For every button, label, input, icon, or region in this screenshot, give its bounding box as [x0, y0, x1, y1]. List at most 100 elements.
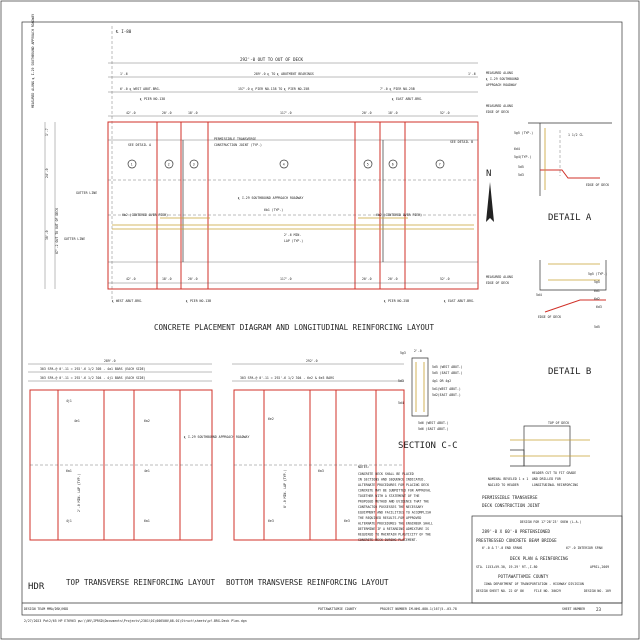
segment-number: 7 [439, 163, 441, 167]
inner-border [21, 21, 623, 616]
detail-b-label-3: 6d1 [594, 289, 600, 293]
lap-label-2: LAP (TYP.) [284, 239, 303, 243]
top-lap: 2'-0 MIN. LAP (TYP.) [77, 474, 81, 512]
seg-dim-top-2: 20'-0 [162, 111, 172, 115]
detail-b: 5g5 (TYP.) 5g5 6d1 6d2 EDGE OF DECK 5d5 … [536, 260, 607, 377]
bottom-transverse-layout: 292'-0 303 SPA.@ 0'-11 = 292'-6 1/2 304 … [226, 359, 405, 587]
seg-dim-bot-4: 117'-0 [280, 277, 292, 281]
seg-dim-top-7: 52'-0 [440, 111, 450, 115]
cc-label-1: 5g3 [400, 351, 406, 355]
footer-county: POTTAWATTAMIE COUNTY [318, 607, 356, 611]
seg-dim-bot-1: 42'-0 [126, 277, 136, 281]
detail-b-label-2: 5g5 [594, 280, 600, 284]
tb-sta: STA. 1153+59.30, 19.29' RT.,I-80 [476, 565, 537, 569]
north-label: N [486, 169, 491, 179]
joint-label-4: LONGITUDINAL REINFORCING [532, 483, 578, 487]
note-line-11: DETERMINE IF A RETARDING ADMIXTURE IS [358, 527, 429, 531]
gutter-line-top: GUTTER LINE [76, 191, 97, 195]
title-block: DESIGN FOR 17'28'23' SKEW (L.A.) 289'-0 … [471, 515, 623, 604]
footer-sheet-label: SHEET NUMBER [562, 607, 585, 611]
bot-lap: 8'-0 MIN. LAP (TYP.) [283, 470, 287, 508]
bar-6b2-right: 6b2 (CENTERED OVER PIER) [376, 213, 422, 217]
tb-line-3a: 6'-0 & 7'-0 END SPANS [482, 546, 522, 550]
overall-deck-dim: 292'-0 OUT TO OUT OF DECK [240, 57, 304, 62]
tb-date: APRIL,2009 [590, 565, 609, 569]
lap-label-1: 2'-6 MIN. [284, 233, 301, 237]
cc-label-4: 5d5 (WEST ABUT.) [432, 365, 463, 369]
bot-label-2: 6a3 [318, 469, 324, 473]
measured-left: MEASURED ALONG ℄ I-29 SOUTHBOUND APPROAC… [31, 14, 35, 108]
tb-line-2: PRESTRESSED CONCRETE BEAM BRIDGE [476, 538, 557, 543]
top-approach: ℄ I-29 SOUTHBOUND APPROACH ROADWAY [183, 435, 249, 439]
cc-label-7: 5d1(WEST ABUT.) [432, 387, 461, 391]
gutter-line-bot: GUTTER LINE [64, 237, 85, 241]
cc-label-8: 5d2(EAST ABUT.) [432, 393, 461, 397]
tb-dept: IOWA DEPARTMENT OF TRANSPORTATION - HIGH… [484, 582, 584, 586]
measured-bot-1: MEASURED ALONG [486, 275, 513, 279]
footer-sheet-no: 23 [596, 607, 602, 612]
seg-dim-bot-3: 20'-0 [188, 277, 198, 281]
top-label-7: 6a1 [144, 519, 150, 523]
segment-marker-6: 6 [388, 159, 398, 169]
section-cc: 5g3 5d3 5d4 5d5 (WEST ABUT.) 5d5 (EAST A… [398, 349, 463, 451]
note-line-9: THE REQUIRED RESULTS.FOR APPROVED [358, 516, 421, 520]
tb-line-4: DECK PLAN & REINFORCING [510, 556, 568, 561]
left-vert-b: 36'-0 [45, 230, 49, 240]
top-label-4: 4j1 [66, 519, 72, 523]
joint-label-5: NOMINAL BEVELED 1 x 1 [488, 477, 528, 481]
seg-dim-bot-7: 52'-0 [440, 277, 450, 281]
measured-along-3: APPROACH ROADWAY [486, 83, 517, 87]
joint-label-6: NAILED TO HEADER [488, 483, 519, 487]
bot-label-4: 6e3 [344, 519, 350, 523]
top-label-6: 4e1 [144, 469, 150, 473]
bot-dim-1: 292'-0 [306, 359, 318, 363]
joint-label-1: TOP OF DECK [548, 421, 569, 425]
tb-design-no: DESIGN NO. 109 [584, 589, 611, 593]
detail-a-title: DETAIL A [548, 213, 592, 223]
edge-of-deck-top-2: EDGE OF DECK [486, 110, 509, 114]
measured-along-1: MEASURED ALONG [486, 71, 513, 75]
note-line-5: TOGETHER WITH A STATEMENT OF THE [358, 494, 419, 498]
cc-label-9: 2'-0 [414, 349, 422, 353]
joint-label-3: AND DRILLED FOR [532, 477, 561, 481]
note-line-8: EQUIPMENT AND FACILITIES TO ACCOMPLISH [358, 511, 431, 515]
detail-a-label-1: 5g5 (TYP.) [514, 131, 533, 135]
east-abut-label-top: ℄ EAST ABUT.BRG. [391, 97, 423, 101]
top-transverse-layout: 289'-0 303 SPA.@ 0'-11 = 292'-6 1/2 305 … [28, 359, 249, 587]
note-line-6: PROPOSED METHOD AND EVIDENCE THAT THE [358, 500, 429, 504]
tb-file-no: FILE NO. 30629 [534, 589, 561, 593]
segment-number: 4 [283, 163, 285, 167]
cc-label-3: 5d4 [398, 401, 404, 405]
cl-i80-label: ℄ I-80 [115, 29, 132, 34]
span-dim-2: 157'-0 ℄ PIER NO.138 TO ℄ PIER NO.25B [238, 87, 309, 91]
detail-b-title: DETAIL B [548, 367, 591, 377]
note-line-10: ALTERNATE PROCEDURES THE ENGINEER SHALL [358, 522, 433, 526]
joint-title-1: PERMISSIBLE TRANSVERSE [482, 495, 538, 500]
north-arrow-icon [486, 182, 494, 222]
detail-a-label-5: 1 1/2 CL [568, 133, 583, 137]
cc-label-6: 4g1 OR 4g2 [432, 379, 451, 383]
segment-number: 2 [168, 163, 170, 167]
joint-title-2: DECK CONSTRUCTION JOINT [482, 503, 540, 508]
abut-bearings-dim: 289'-0 ℄ TO ℄ ABUTMENT BEARINGS [254, 72, 314, 76]
detail-a: 5g5 (TYP.) 6d4 5d5 5d3 1 1/2 CL EDGE OF … [514, 122, 612, 223]
transverse-joint-2: CONSTRUCTION JOINT (TYP.) [214, 143, 262, 147]
detail-b-label-5: EDGE OF DECK [538, 315, 561, 319]
span-dim-3: 7'-0 ℄ PIER NO.25B [380, 87, 415, 91]
seg-dim-top-1: 42'-0 [126, 111, 136, 115]
tb-design-sheet: DESIGN SHEET NO. 22 OF 86 [476, 589, 524, 593]
seg-dim-bot-5: 20'-0 [362, 277, 372, 281]
note-line-1: CONCRETE DECK SHALL BE PLACED [358, 472, 414, 476]
measured-along-2: ℄ I-29 SOUTHBOUND [485, 77, 519, 81]
bar-6b1: 6b1 (TYP.) [264, 208, 283, 212]
note-line-4: CONCRETE MAY BE SUBMITTED FOR APPROVAL [358, 489, 431, 493]
cc-label-11: 5d6 (EAST ABUT.) [418, 427, 449, 431]
sb-approach-label: ℄ I-29 SOUTHBOUND APPROACH ROADWAY [237, 196, 303, 200]
detail-a-label-7: 5g4(TYP.) [514, 155, 531, 159]
top-label-5: 6a2 [144, 419, 150, 423]
